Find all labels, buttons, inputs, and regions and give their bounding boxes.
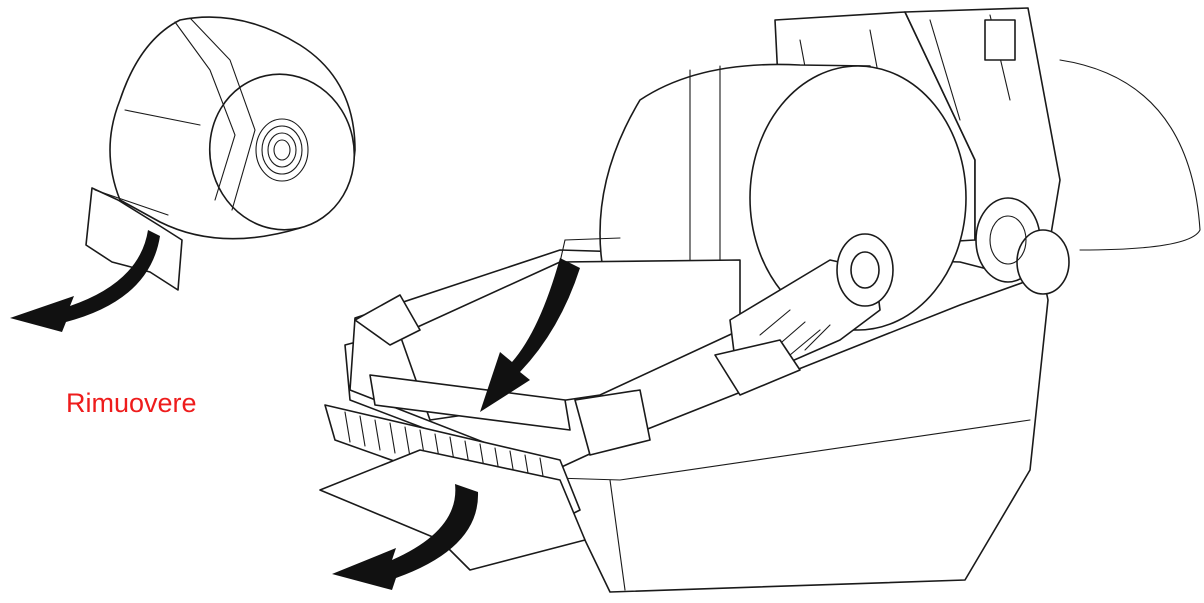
remove-instruction-label: Rimuovere (66, 388, 197, 418)
left-latch (354, 294, 421, 346)
media-path-top (559, 237, 621, 263)
peeler-teeth (344, 411, 546, 489)
roll-label-gap-2 (189, 17, 256, 211)
roll-face (208, 73, 356, 231)
media-roll-face (749, 65, 967, 331)
hinge-knob (1016, 229, 1070, 295)
printer-lid-slot (984, 19, 1016, 61)
label-printer-icon: ┌ (319, 7, 1201, 593)
printer-base-front-edge (609, 479, 626, 591)
roll-label-gap-4 (94, 189, 169, 216)
roll-label-gap-1 (174, 21, 236, 201)
spindle-hub-inner (850, 251, 880, 289)
liner-down-arrow (480, 258, 580, 412)
roll-label-gap-3 (124, 109, 201, 126)
liner-out-arrow (332, 484, 479, 590)
remove-roll-arrow (10, 230, 160, 332)
right-latch (574, 389, 651, 456)
printer-lid-edge (1059, 59, 1201, 251)
spindle-ribs (759, 309, 831, 356)
label-roll-icon (10, 16, 356, 332)
hinge-knob-inner (989, 215, 1027, 265)
roll-strip (85, 187, 183, 291)
media-guide (714, 339, 801, 396)
printer-base-seam (554, 419, 1031, 481)
roll-core-rings (255, 118, 309, 182)
